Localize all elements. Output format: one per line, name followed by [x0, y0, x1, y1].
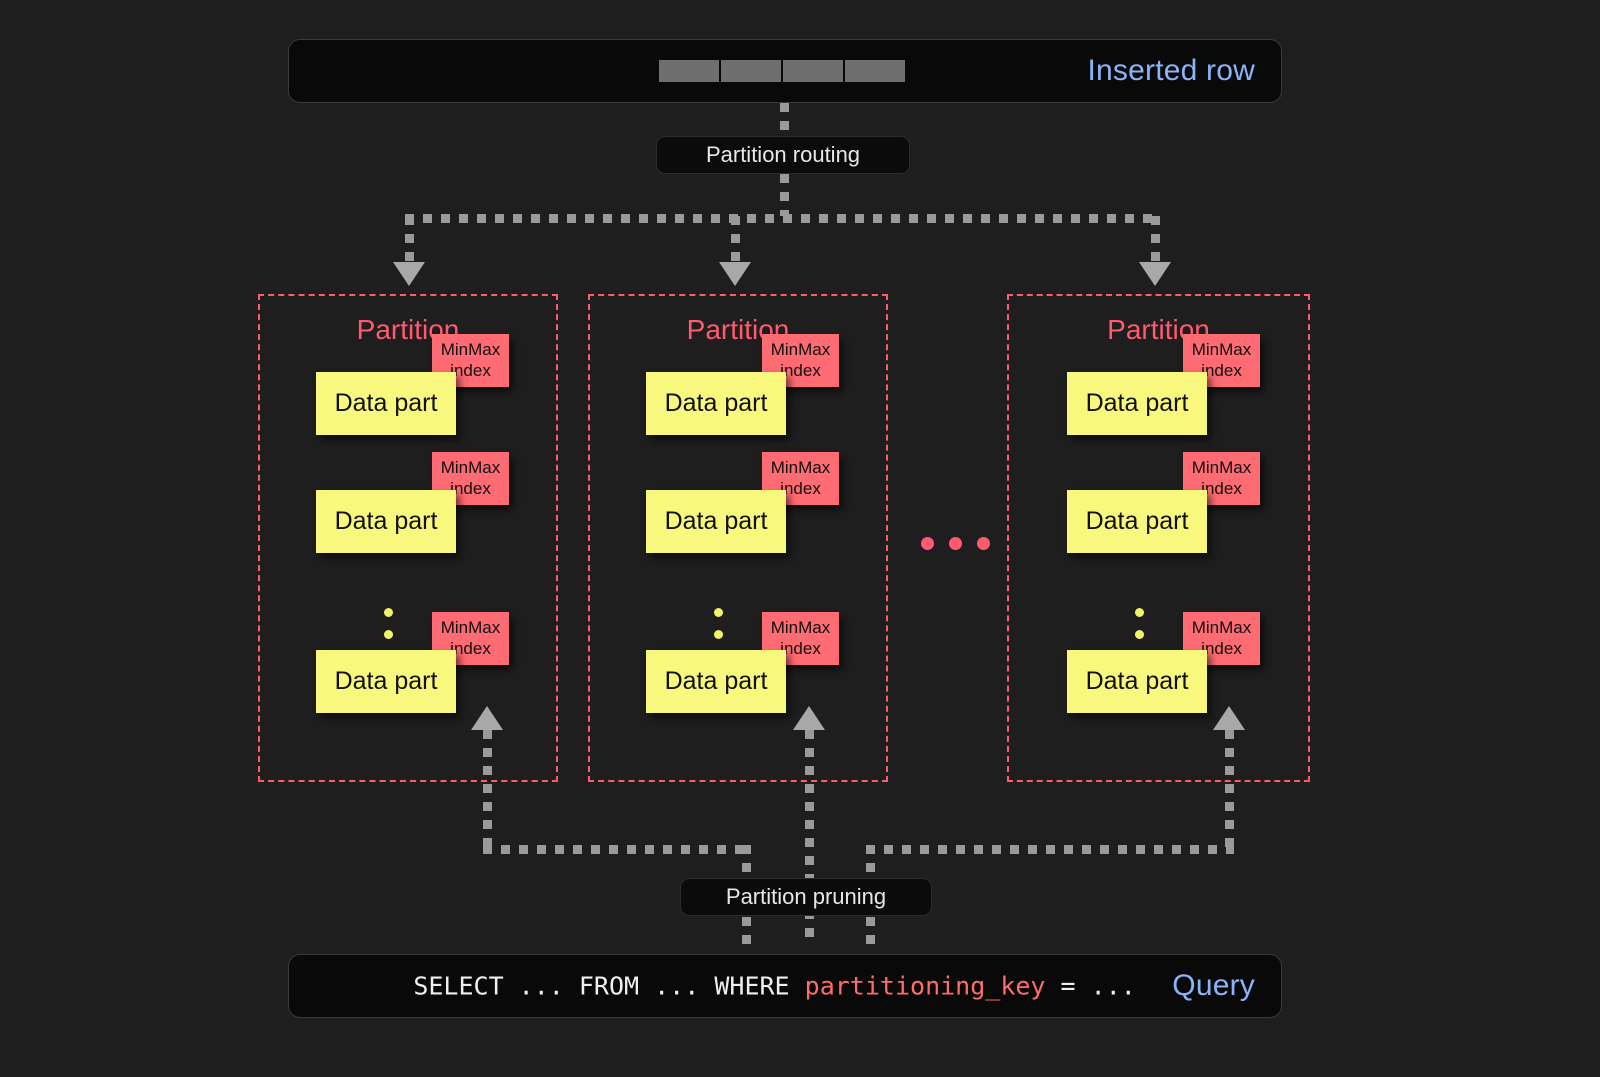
- row-cell: [783, 60, 843, 82]
- arrow-into-data-part-2: [1213, 706, 1245, 730]
- row-cell: [659, 60, 719, 82]
- pruning-bus-right: [866, 845, 1234, 854]
- minmax-index-line2: index: [780, 478, 821, 498]
- minmax-index-line1: MinMax: [440, 617, 501, 637]
- connector-routing-to-bus: [780, 174, 789, 216]
- data-part-box: Data part: [646, 650, 786, 713]
- connector-bus-to-partition-1: [731, 216, 740, 264]
- partition-box: Partition MinMax index Data part MinMax …: [1007, 294, 1310, 782]
- minmax-index-line2: index: [1201, 360, 1242, 380]
- partition-horizontal-ellipsis: [921, 537, 990, 550]
- minmax-index-line1: MinMax: [1191, 617, 1252, 637]
- partition-title: Partition: [1107, 314, 1210, 345]
- minmax-index-box: MinMax index: [1183, 612, 1260, 665]
- data-part-box: Data part: [1067, 650, 1207, 713]
- minmax-index-line1: MinMax: [440, 457, 501, 477]
- routing-bus-line: [405, 214, 1160, 223]
- minmax-index-line1: MinMax: [1191, 457, 1252, 477]
- partition-routing-label: Partition routing: [656, 136, 910, 174]
- minmax-index-line2: index: [1201, 638, 1242, 658]
- query-text: SELECT ... FROM ... WHERE partitioning_k…: [323, 943, 1136, 1030]
- query-prefix: SELECT ... FROM ... WHERE: [413, 971, 805, 1001]
- minmax-index-line2: index: [450, 478, 491, 498]
- query-bar: SELECT ... FROM ... WHERE partitioning_k…: [288, 954, 1282, 1018]
- inserted-row-bar: Inserted row: [288, 39, 1282, 103]
- row-cell: [721, 60, 781, 82]
- inserted-row-label: Inserted row: [1087, 54, 1255, 87]
- row-cell: [845, 60, 905, 82]
- data-part-box: Data part: [316, 372, 456, 435]
- data-part-box: Data part: [646, 490, 786, 553]
- minmax-index-line2: index: [1201, 478, 1242, 498]
- pruning-bus-left: [483, 845, 751, 854]
- minmax-index-line1: MinMax: [770, 339, 831, 359]
- query-partitioning-key: partitioning_key: [804, 971, 1046, 1001]
- minmax-index-line1: MinMax: [770, 617, 831, 637]
- partition-pruning-label: Partition pruning: [680, 878, 932, 916]
- connector-pruning-to-partition-0: [483, 730, 492, 850]
- arrow-into-partition-1: [719, 262, 751, 286]
- arrow-into-partition-2: [1139, 262, 1171, 286]
- query-label: Query: [1172, 969, 1255, 1002]
- arrow-into-data-part-1: [793, 706, 825, 730]
- partition-box: Partition MinMax index Data part MinMax …: [258, 294, 558, 782]
- minmax-index-line1: MinMax: [440, 339, 501, 359]
- connector-row-to-routing: [780, 103, 789, 135]
- data-part-box: Data part: [316, 650, 456, 713]
- minmax-index-line1: MinMax: [1191, 339, 1252, 359]
- partition-title: Partition: [686, 314, 790, 345]
- minmax-index-line2: index: [450, 638, 491, 658]
- arrow-into-partition-0: [393, 262, 425, 286]
- minmax-index-line2: index: [780, 638, 821, 658]
- connector-pruning-to-partition-1: [805, 730, 814, 946]
- data-part-box: Data part: [646, 372, 786, 435]
- data-part-box: Data part: [316, 490, 456, 553]
- arrow-into-data-part-0: [471, 706, 503, 730]
- minmax-index-line2: index: [780, 360, 821, 380]
- connector-bus-to-partition-2: [1151, 216, 1160, 264]
- query-suffix: = ...: [1045, 971, 1136, 1001]
- partition-box: Partition MinMax index Data part MinMax …: [588, 294, 888, 782]
- data-part-box: Data part: [1067, 372, 1207, 435]
- partition-title: Partition: [356, 314, 460, 345]
- data-part-box: Data part: [1067, 490, 1207, 553]
- connector-bus-to-partition-0: [405, 216, 414, 264]
- connector-pruning-to-partition-2: [1225, 730, 1234, 850]
- minmax-index-line2: index: [450, 360, 491, 380]
- minmax-index-line1: MinMax: [770, 457, 831, 477]
- inserted-row-cells: [659, 60, 905, 82]
